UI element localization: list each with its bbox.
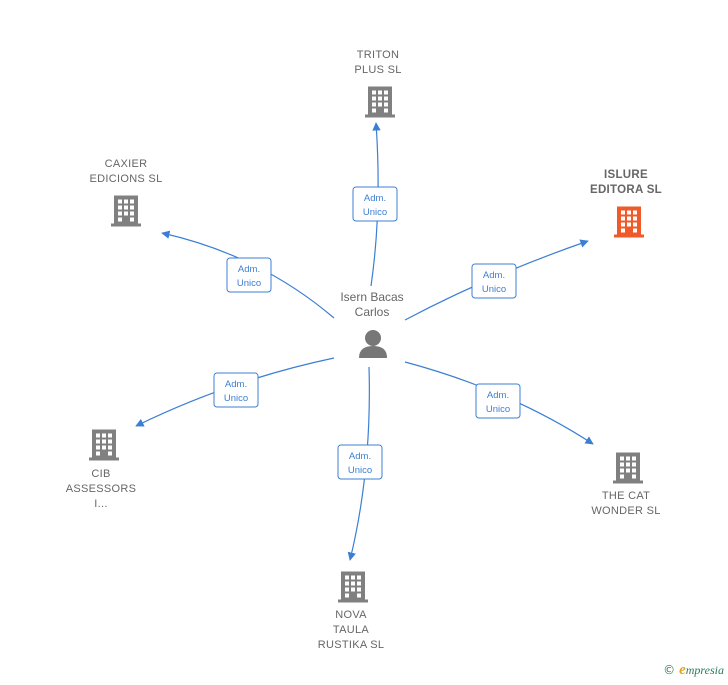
person-name-label[interactable]: Isern Bacas Carlos	[320, 290, 424, 320]
edge-label-line: Adm.	[349, 451, 371, 462]
edge-label-islure: Adm. Unico	[471, 263, 517, 299]
person-name-line: Isern Bacas	[340, 290, 404, 304]
edge-label-line: Adm.	[225, 379, 247, 390]
node-label-line: EDICIONS SL	[89, 173, 163, 185]
node-label-triton[interactable]: TRITON PLUS SL	[330, 48, 426, 78]
edge-label-thecat: Adm. Unico	[475, 383, 521, 419]
edge-label-line: Unico	[237, 278, 261, 289]
node-label-thecat[interactable]: THE CAT WONDER SL	[578, 489, 674, 519]
node-label-line: TAULA	[332, 624, 370, 636]
person-name-line: Carlos	[354, 305, 390, 319]
brand-logo-e: e	[679, 662, 686, 678]
edge-label-line: Adm.	[487, 390, 509, 401]
brand-logo-text: mpresia	[685, 663, 724, 677]
node-label-nova[interactable]: NOVA TAULA RUSTIKA SL	[303, 608, 399, 653]
node-label-line: ISLURE	[604, 169, 648, 181]
building-icon-nova[interactable]	[338, 571, 368, 603]
edge-label-line: Adm.	[238, 264, 260, 275]
edge-label-line: Adm.	[483, 270, 505, 281]
node-label-line: I...	[94, 498, 108, 510]
node-label-islure[interactable]: ISLURE EDITORA SL	[576, 168, 676, 198]
node-label-line: CAXIER	[104, 158, 148, 170]
node-label-line: CIB	[91, 468, 111, 480]
node-label-line: THE CAT	[601, 490, 651, 502]
edge-label-caxier: Adm. Unico	[226, 257, 272, 293]
node-label-line: TRITON	[356, 49, 400, 61]
node-label-caxier[interactable]: CAXIER EDICIONS SL	[76, 157, 176, 187]
edge-label-line: Unico	[348, 465, 372, 476]
copyright-symbol: ©	[663, 663, 676, 677]
node-label-line: PLUS SL	[354, 64, 402, 76]
node-label-line: ASSESSORS	[65, 483, 137, 495]
node-label-cib[interactable]: CIB ASSESSORS I...	[54, 467, 148, 512]
node-label-line: NOVA	[335, 609, 367, 621]
edge-label-triton: Adm. Unico	[352, 186, 398, 222]
edge-label-line: Unico	[363, 207, 387, 218]
person-icon[interactable]	[359, 330, 387, 358]
building-icon-islure[interactable]	[614, 206, 644, 238]
edge-label-nova: Adm. Unico	[337, 444, 383, 480]
edge-label-line: Unico	[486, 404, 510, 415]
node-label-line: RUSTIKA SL	[317, 639, 385, 651]
node-label-line: EDITORA SL	[589, 184, 662, 196]
edge-label-cib: Adm. Unico	[213, 372, 259, 408]
building-icon-cib[interactable]	[89, 429, 119, 461]
edge-label-line: Adm.	[364, 193, 386, 204]
edge-label-line: Unico	[224, 393, 248, 404]
building-icon-caxier[interactable]	[111, 195, 141, 227]
building-icon-thecat[interactable]	[613, 452, 643, 484]
empresia-footer[interactable]: ©empresia	[663, 662, 724, 679]
edge-label-line: Unico	[482, 284, 506, 295]
node-label-line: WONDER SL	[591, 505, 661, 517]
building-icon-triton[interactable]	[365, 86, 395, 118]
